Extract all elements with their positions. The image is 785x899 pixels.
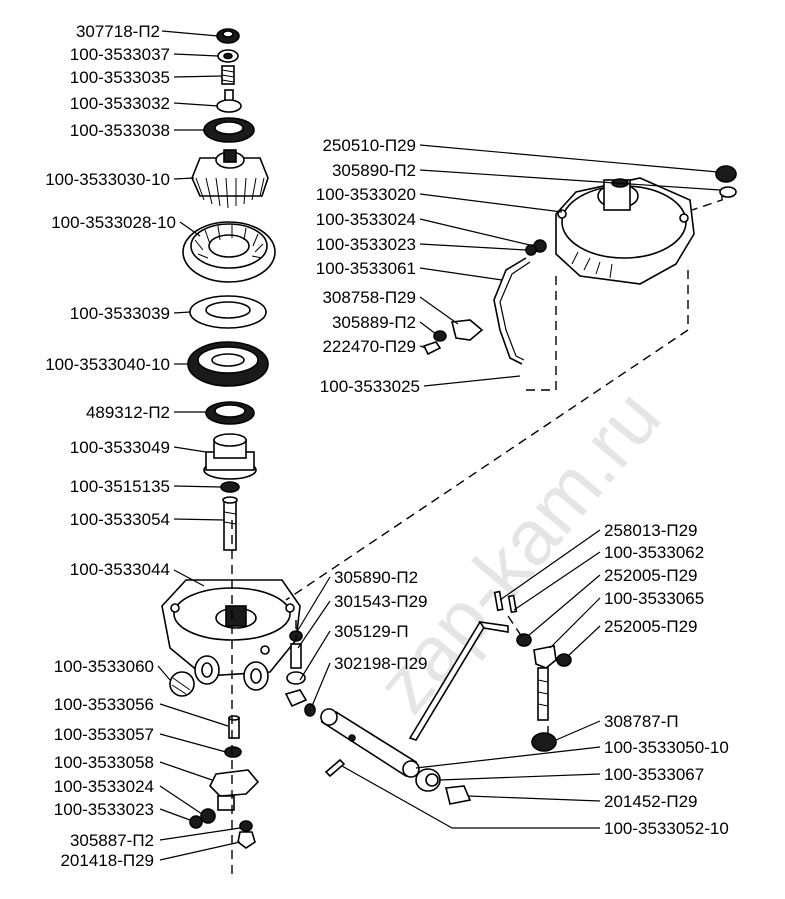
label-100-3533065: 100-3533065: [604, 589, 704, 608]
label-100-3533060: 100-3533060: [54, 657, 154, 676]
label-100-3533056: 100-3533056: [54, 695, 154, 714]
label-308758-P29: 308758-П29: [322, 288, 416, 307]
label-100-3533025: 100-3533025: [320, 377, 420, 396]
label-100-3515135: 100-3515135: [70, 477, 170, 496]
label-100-3533024-left: 100-3533024: [54, 777, 154, 796]
label-307718-P2: 307718-П2: [76, 22, 160, 41]
label-252005-P29-b: 252005-П29: [604, 617, 698, 636]
label-302198-P29: 302198-П29: [334, 654, 428, 673]
label-100-3533040-10: 100-3533040-10: [45, 355, 170, 374]
label-100-3533057: 100-3533057: [54, 725, 154, 744]
label-100-3533030-10: 100-3533030-10: [45, 170, 170, 189]
label-305890-P2-mid: 305890-П2: [334, 568, 418, 587]
label-250510-P29: 250510-П29: [322, 136, 416, 155]
label-100-3533049: 100-3533049: [70, 438, 170, 457]
label-201452-P29: 201452-П29: [604, 792, 698, 811]
label-308787-P: 308787-П: [604, 712, 679, 731]
label-222470-P29: 222470-П29: [322, 337, 416, 356]
label-100-3533062: 100-3533062: [604, 543, 704, 562]
label-252005-P29-a: 252005-П29: [604, 566, 698, 585]
part-labels: 307718-П2 100-3533037 100-3533035 100-35…: [45, 22, 729, 870]
label-100-3533038: 100-3533038: [70, 121, 170, 140]
label-100-3533054: 100-3533054: [70, 510, 170, 529]
upper-right-assembly: [422, 165, 737, 365]
label-305129-P: 305129-П: [334, 622, 409, 641]
label-100-3533050-10: 100-3533050-10: [604, 738, 729, 757]
label-100-3533052-10: 100-3533052-10: [604, 819, 729, 838]
label-100-3533058: 100-3533058: [54, 753, 154, 772]
label-100-3533024-right: 100-3533024: [316, 210, 416, 229]
label-100-3533032: 100-3533032: [70, 94, 170, 113]
left-part-stack: [161, 28, 301, 849]
label-100-3533044: 100-3533044: [70, 560, 170, 579]
label-100-3533039: 100-3533039: [70, 304, 170, 323]
label-305887-P2: 305887-П2: [70, 831, 154, 850]
label-100-3533035: 100-3533035: [70, 68, 170, 87]
label-489312-P2: 489312-П2: [86, 403, 170, 422]
label-100-3533067: 100-3533067: [604, 765, 704, 784]
label-305890-P2-top: 305890-П2: [332, 161, 416, 180]
label-258013-P29: 258013-П29: [604, 521, 698, 540]
label-100-3533028-10: 100-3533028-10: [51, 213, 176, 232]
dashed-connectors: [231, 196, 723, 880]
label-100-3533061: 100-3533061: [316, 259, 416, 278]
label-100-3533023-right: 100-3533023: [316, 235, 416, 254]
label-100-3533037: 100-3533037: [70, 45, 170, 64]
label-100-3533020: 100-3533020: [316, 185, 416, 204]
label-301543-P29: 301543-П29: [334, 592, 428, 611]
label-100-3533023-left: 100-3533023: [54, 800, 154, 819]
leader-lines: [157, 30, 721, 861]
label-201418-P29: 201418-П29: [60, 851, 154, 870]
label-305889-P2: 305889-П2: [332, 313, 416, 332]
